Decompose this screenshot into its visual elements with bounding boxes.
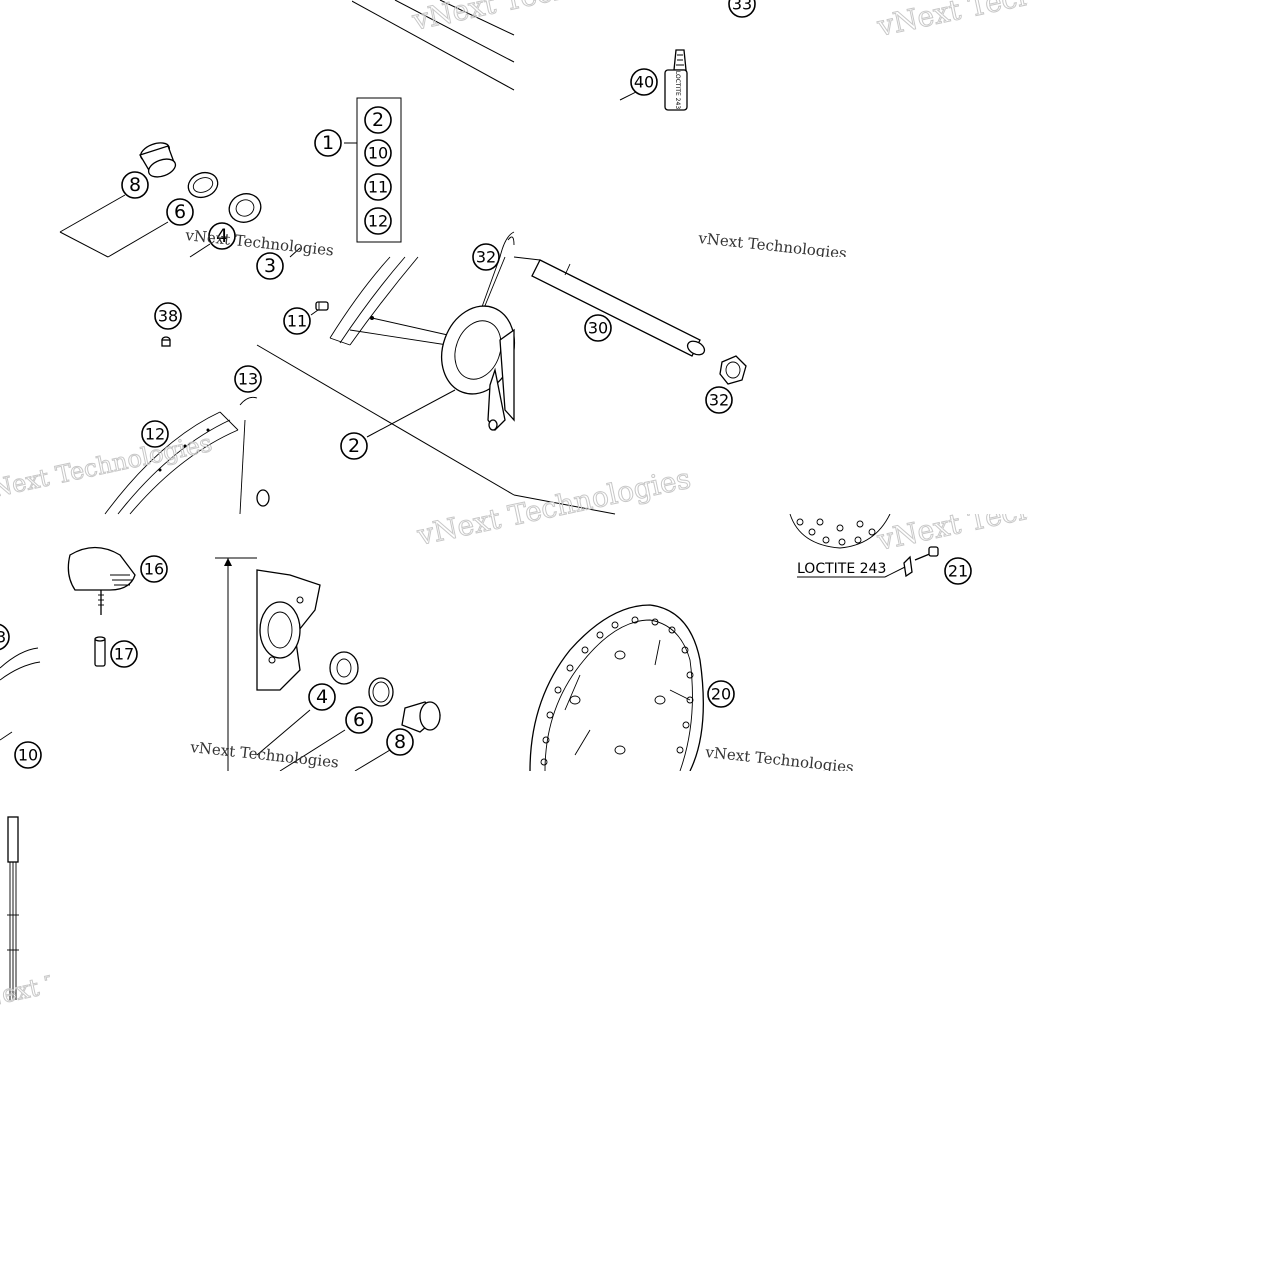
- bolt-part-icon: [315, 301, 329, 311]
- svg-text:10: 10: [18, 746, 38, 765]
- callout-1[interactable]: 1: [314, 129, 342, 157]
- callout-8[interactable]: 8: [121, 171, 149, 199]
- callout-30[interactable]: 30: [584, 314, 612, 342]
- bearing-part-icon: [329, 651, 359, 685]
- callout-32[interactable]: 32: [705, 386, 733, 414]
- watermark: vNext Technologies: [0, 429, 214, 506]
- axle-part-icon: [513, 256, 706, 357]
- seal-ring-part-icon: [187, 171, 219, 199]
- tile-row3-left: [0, 546, 257, 771]
- svg-text:10: 10: [368, 144, 388, 163]
- callout-38[interactable]: 38: [154, 302, 182, 330]
- svg-text:32: 32: [476, 248, 496, 267]
- svg-text:8: 8: [394, 731, 406, 753]
- svg-text:6: 6: [174, 201, 186, 223]
- loctite-label: LOCTITE 243: [797, 561, 886, 577]
- spacer-part-icon: [401, 701, 441, 733]
- svg-text:2: 2: [372, 109, 384, 131]
- svg-text:1: 1: [322, 132, 334, 154]
- tile-row3-right: [529, 604, 704, 772]
- svg-text:40: 40: [634, 73, 654, 92]
- callout-6[interactable]: 6: [166, 198, 194, 226]
- callout-3[interactable]: 3: [256, 252, 284, 280]
- callout-21[interactable]: 21: [944, 557, 972, 585]
- callout-32-top[interactable]: 32: [472, 243, 500, 271]
- brake-disc-fragment-icon: [789, 513, 891, 549]
- callout-20[interactable]: 20: [707, 680, 735, 708]
- callout-17[interactable]: 17: [110, 640, 138, 668]
- svg-text:4: 4: [316, 686, 328, 708]
- bearing-part-icon: [228, 193, 262, 223]
- watermark: vNext Technologies: [189, 738, 340, 772]
- svg-text:32: 32: [709, 391, 729, 410]
- tile-top-right: LOCTITE 243: [507, 49, 688, 246]
- callout-11[interactable]: 11: [364, 173, 392, 201]
- callout-13-partial[interactable]: 13: [0, 623, 10, 651]
- tile-row2-right: [513, 256, 747, 515]
- tile-row3-far-right: LOCTITE 243: [789, 513, 939, 578]
- kit-contents-box: [356, 97, 402, 243]
- svg-text:11: 11: [287, 312, 307, 331]
- disc-holes-pattern: [540, 616, 694, 766]
- spoke-nipple-icon: [161, 336, 171, 347]
- watermark: vNext Technologies: [184, 226, 335, 260]
- tile-top-middle: [289, 0, 515, 258]
- callout-33[interactable]: 33: [728, 0, 756, 18]
- brake-disc-icon: [529, 604, 704, 772]
- svg-text:6: 6: [353, 709, 365, 731]
- valve-nut-icon: [94, 636, 106, 667]
- callout-4-hub[interactable]: 4: [308, 683, 336, 711]
- axle-nut-icon: [719, 355, 747, 385]
- tile-top-left: [59, 142, 262, 258]
- hub-part-icon: [256, 569, 321, 691]
- rim-part-icon: [104, 411, 246, 515]
- seal-ring-part-icon: [368, 677, 394, 707]
- callout-4[interactable]: 4: [208, 222, 236, 250]
- svg-text:13: 13: [0, 628, 6, 647]
- bottle-label: LOCTITE 243: [674, 71, 681, 109]
- callout-12-rim[interactable]: 12: [141, 420, 169, 448]
- svg-text:12: 12: [368, 212, 388, 231]
- valve-cap-icon: [67, 546, 136, 615]
- callout-8-hub[interactable]: 8: [386, 728, 414, 756]
- svg-text:2: 2: [348, 435, 360, 457]
- spoke-part-icon: [7, 816, 19, 1000]
- svg-text:30: 30: [588, 319, 608, 338]
- callout-11-bolt[interactable]: 11: [283, 307, 311, 335]
- hub-part-icon: [441, 305, 515, 432]
- tile-row3-middle: [256, 569, 441, 772]
- callout-6-hub[interactable]: 6: [345, 706, 373, 734]
- svg-text:13: 13: [238, 370, 258, 389]
- tile-row2-left: [104, 336, 270, 515]
- svg-text:17: 17: [114, 645, 134, 664]
- loctite-bottle-icon: LOCTITE 243: [664, 49, 688, 111]
- callout-10-tube[interactable]: 10: [14, 741, 42, 769]
- callout-2[interactable]: 2: [364, 106, 392, 134]
- svg-text:38: 38: [158, 307, 178, 326]
- svg-text:12: 12: [145, 425, 165, 444]
- callout-40[interactable]: 40: [630, 68, 658, 96]
- watermark: vNext Technologies: [409, 0, 689, 37]
- callout-2-hub[interactable]: 2: [340, 432, 368, 460]
- disc-screw-icon: [903, 546, 939, 578]
- part-callouts: 33 40 1 2 10 11 12 8 6 4 3 32 30 32 38 1…: [0, 0, 972, 769]
- callout-10[interactable]: 10: [364, 139, 392, 167]
- spacer-part-icon: [139, 142, 177, 178]
- svg-text:21: 21: [948, 562, 968, 581]
- svg-text:8: 8: [129, 174, 141, 196]
- svg-text:16: 16: [144, 560, 164, 579]
- svg-text:11: 11: [368, 178, 388, 197]
- callout-16[interactable]: 16: [140, 555, 168, 583]
- watermark: vNext Technologies: [414, 462, 694, 552]
- svg-text:4: 4: [216, 225, 228, 247]
- tile-row2-middle: [256, 256, 515, 496]
- tile-row4-left: [7, 816, 19, 1000]
- callout-13[interactable]: 13: [234, 365, 262, 393]
- svg-text:3: 3: [264, 255, 276, 277]
- svg-text:20: 20: [711, 685, 731, 704]
- svg-text:33: 33: [732, 0, 752, 14]
- callout-12[interactable]: 12: [364, 207, 392, 235]
